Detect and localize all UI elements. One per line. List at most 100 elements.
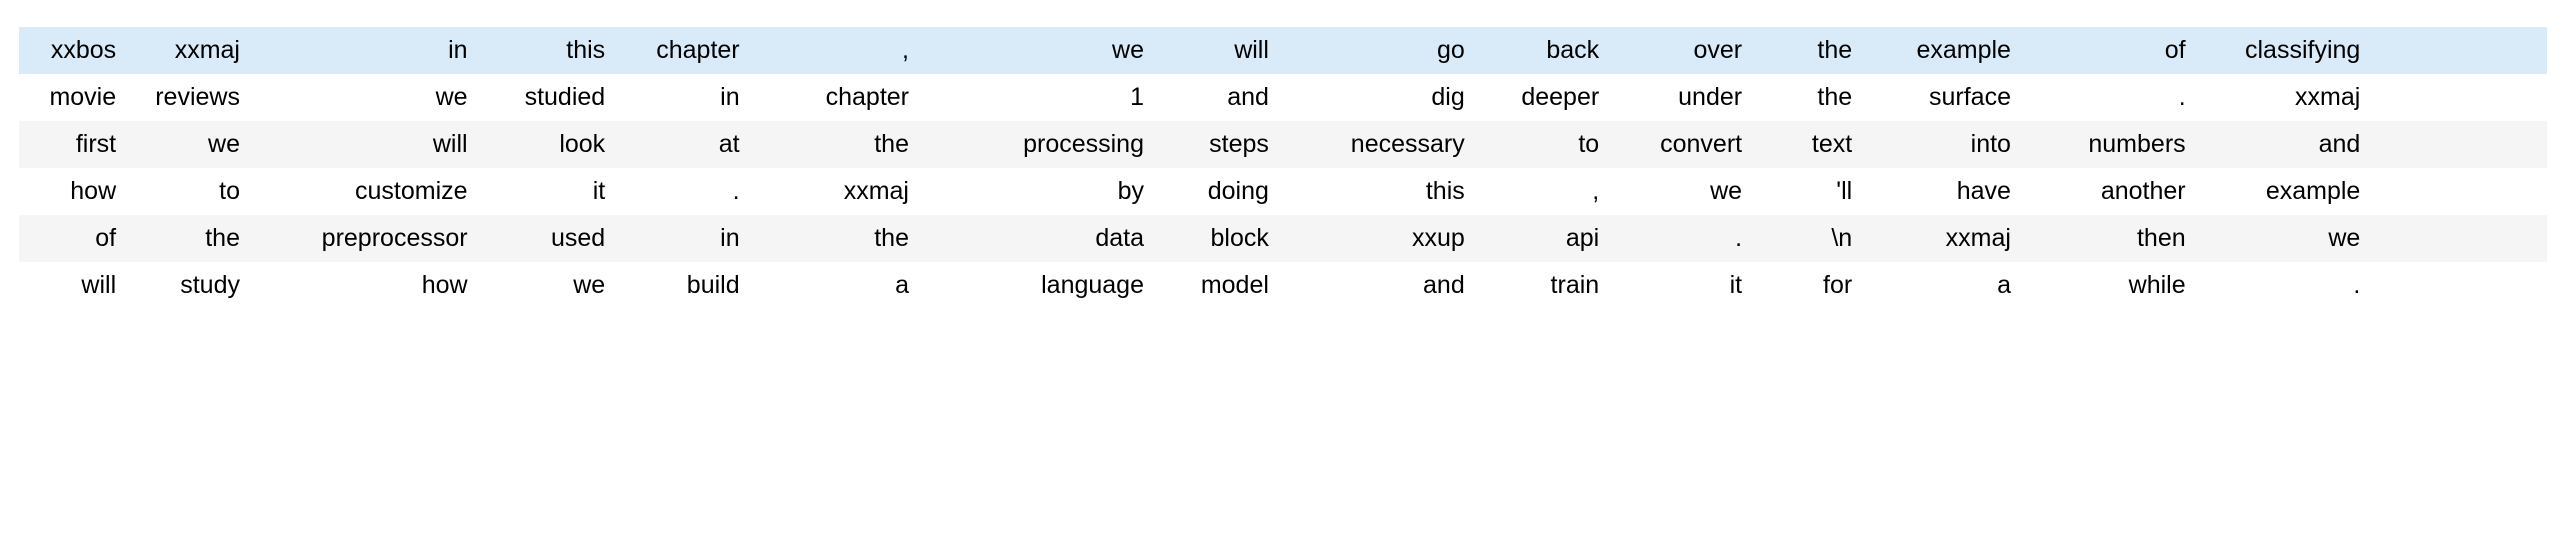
token-cell: classifying xyxy=(2199,27,2375,74)
token-cell: example xyxy=(2199,168,2375,215)
token-cell: xxup xyxy=(1282,215,1479,262)
token-cell: studied xyxy=(481,74,620,121)
token-cell: xxmaj xyxy=(753,168,923,215)
token-cell: 'll xyxy=(1756,168,1867,215)
token-cell: we xyxy=(253,74,482,121)
token-cell xyxy=(2374,121,2547,168)
token-cell: preprocessor xyxy=(253,215,482,262)
token-cell: , xyxy=(753,27,923,74)
token-cell: over xyxy=(1613,27,1757,74)
token-cell: train xyxy=(1478,262,1614,309)
token-cell: how xyxy=(19,168,131,215)
token-cell: the xyxy=(1756,27,1867,74)
token-cell: 1 xyxy=(923,74,1158,121)
token-cell: reviews xyxy=(130,74,254,121)
token-cell: steps xyxy=(1158,121,1283,168)
token-cell: and xyxy=(2199,121,2375,168)
token-cell: of xyxy=(2024,27,2200,74)
token-cell: it xyxy=(1613,262,1757,309)
token-cell: xxmaj xyxy=(1866,215,2025,262)
token-cell: , xyxy=(1478,168,1614,215)
token-cell: it xyxy=(481,168,620,215)
token-cell: in xyxy=(619,215,754,262)
token-cell: the xyxy=(753,215,923,262)
token-cell: a xyxy=(753,262,923,309)
token-cell xyxy=(2374,262,2547,309)
token-cell xyxy=(2374,168,2547,215)
token-cell: \n xyxy=(1756,215,1867,262)
token-cell: for xyxy=(1756,262,1867,309)
token-cell: we xyxy=(481,262,620,309)
token-cell: a xyxy=(1866,262,2025,309)
token-cell: the xyxy=(1756,74,1867,121)
token-cell: back xyxy=(1478,27,1614,74)
token-cell: deeper xyxy=(1478,74,1614,121)
token-cell: necessary xyxy=(1282,121,1479,168)
token-cell: how xyxy=(253,262,482,309)
token-cell: . xyxy=(1613,215,1757,262)
token-cell: in xyxy=(253,27,482,74)
token-cell: into xyxy=(1866,121,2025,168)
token-cell: language xyxy=(923,262,1158,309)
token-cell: another xyxy=(2024,168,2200,215)
token-cell: dig xyxy=(1282,74,1479,121)
token-cell: study xyxy=(130,262,254,309)
token-cell: we xyxy=(2199,215,2375,262)
token-cell: then xyxy=(2024,215,2200,262)
token-cell: data xyxy=(923,215,1158,262)
token-cell xyxy=(2374,74,2547,121)
token-cell: and xyxy=(1282,262,1479,309)
token-cell: surface xyxy=(1866,74,2025,121)
token-cell: numbers xyxy=(2024,121,2200,168)
token-cell: block xyxy=(1158,215,1283,262)
token-cell: we xyxy=(130,121,254,168)
token-cell: have xyxy=(1866,168,2025,215)
token-cell: build xyxy=(619,262,754,309)
token-cell: customize xyxy=(253,168,482,215)
token-cell: . xyxy=(2024,74,2200,121)
token-cell: this xyxy=(481,27,620,74)
token-cell: chapter xyxy=(619,27,754,74)
token-cell: first xyxy=(19,121,131,168)
token-cell: the xyxy=(753,121,923,168)
token-cell: api xyxy=(1478,215,1614,262)
token-cell: doing xyxy=(1158,168,1283,215)
token-cell: go xyxy=(1282,27,1479,74)
token-cell: will xyxy=(253,121,482,168)
token-cell: processing xyxy=(923,121,1158,168)
token-cell: chapter xyxy=(753,74,923,121)
token-cell: text xyxy=(1756,121,1867,168)
token-cell: xxmaj xyxy=(2199,74,2375,121)
token-cell: look xyxy=(481,121,620,168)
token-cell xyxy=(2374,215,2547,262)
token-cell: this xyxy=(1282,168,1479,215)
token-cell: . xyxy=(619,168,754,215)
token-cell: used xyxy=(481,215,620,262)
token-cell: to xyxy=(1478,121,1614,168)
token-cell: will xyxy=(19,262,131,309)
token-cell: at xyxy=(619,121,754,168)
token-cell: under xyxy=(1613,74,1757,121)
token-cell: . xyxy=(2199,262,2375,309)
token-cell: model xyxy=(1158,262,1283,309)
token-cell: movie xyxy=(19,74,131,121)
token-cell: the xyxy=(130,215,254,262)
token-cell: will xyxy=(1158,27,1283,74)
token-cell: example xyxy=(1866,27,2025,74)
token-cell xyxy=(2374,27,2547,74)
token-cell: of xyxy=(19,215,131,262)
token-cell: by xyxy=(923,168,1158,215)
token-cell: and xyxy=(1158,74,1283,121)
token-cell: in xyxy=(619,74,754,121)
token-cell: we xyxy=(1613,168,1757,215)
token-cell: while xyxy=(2024,262,2200,309)
